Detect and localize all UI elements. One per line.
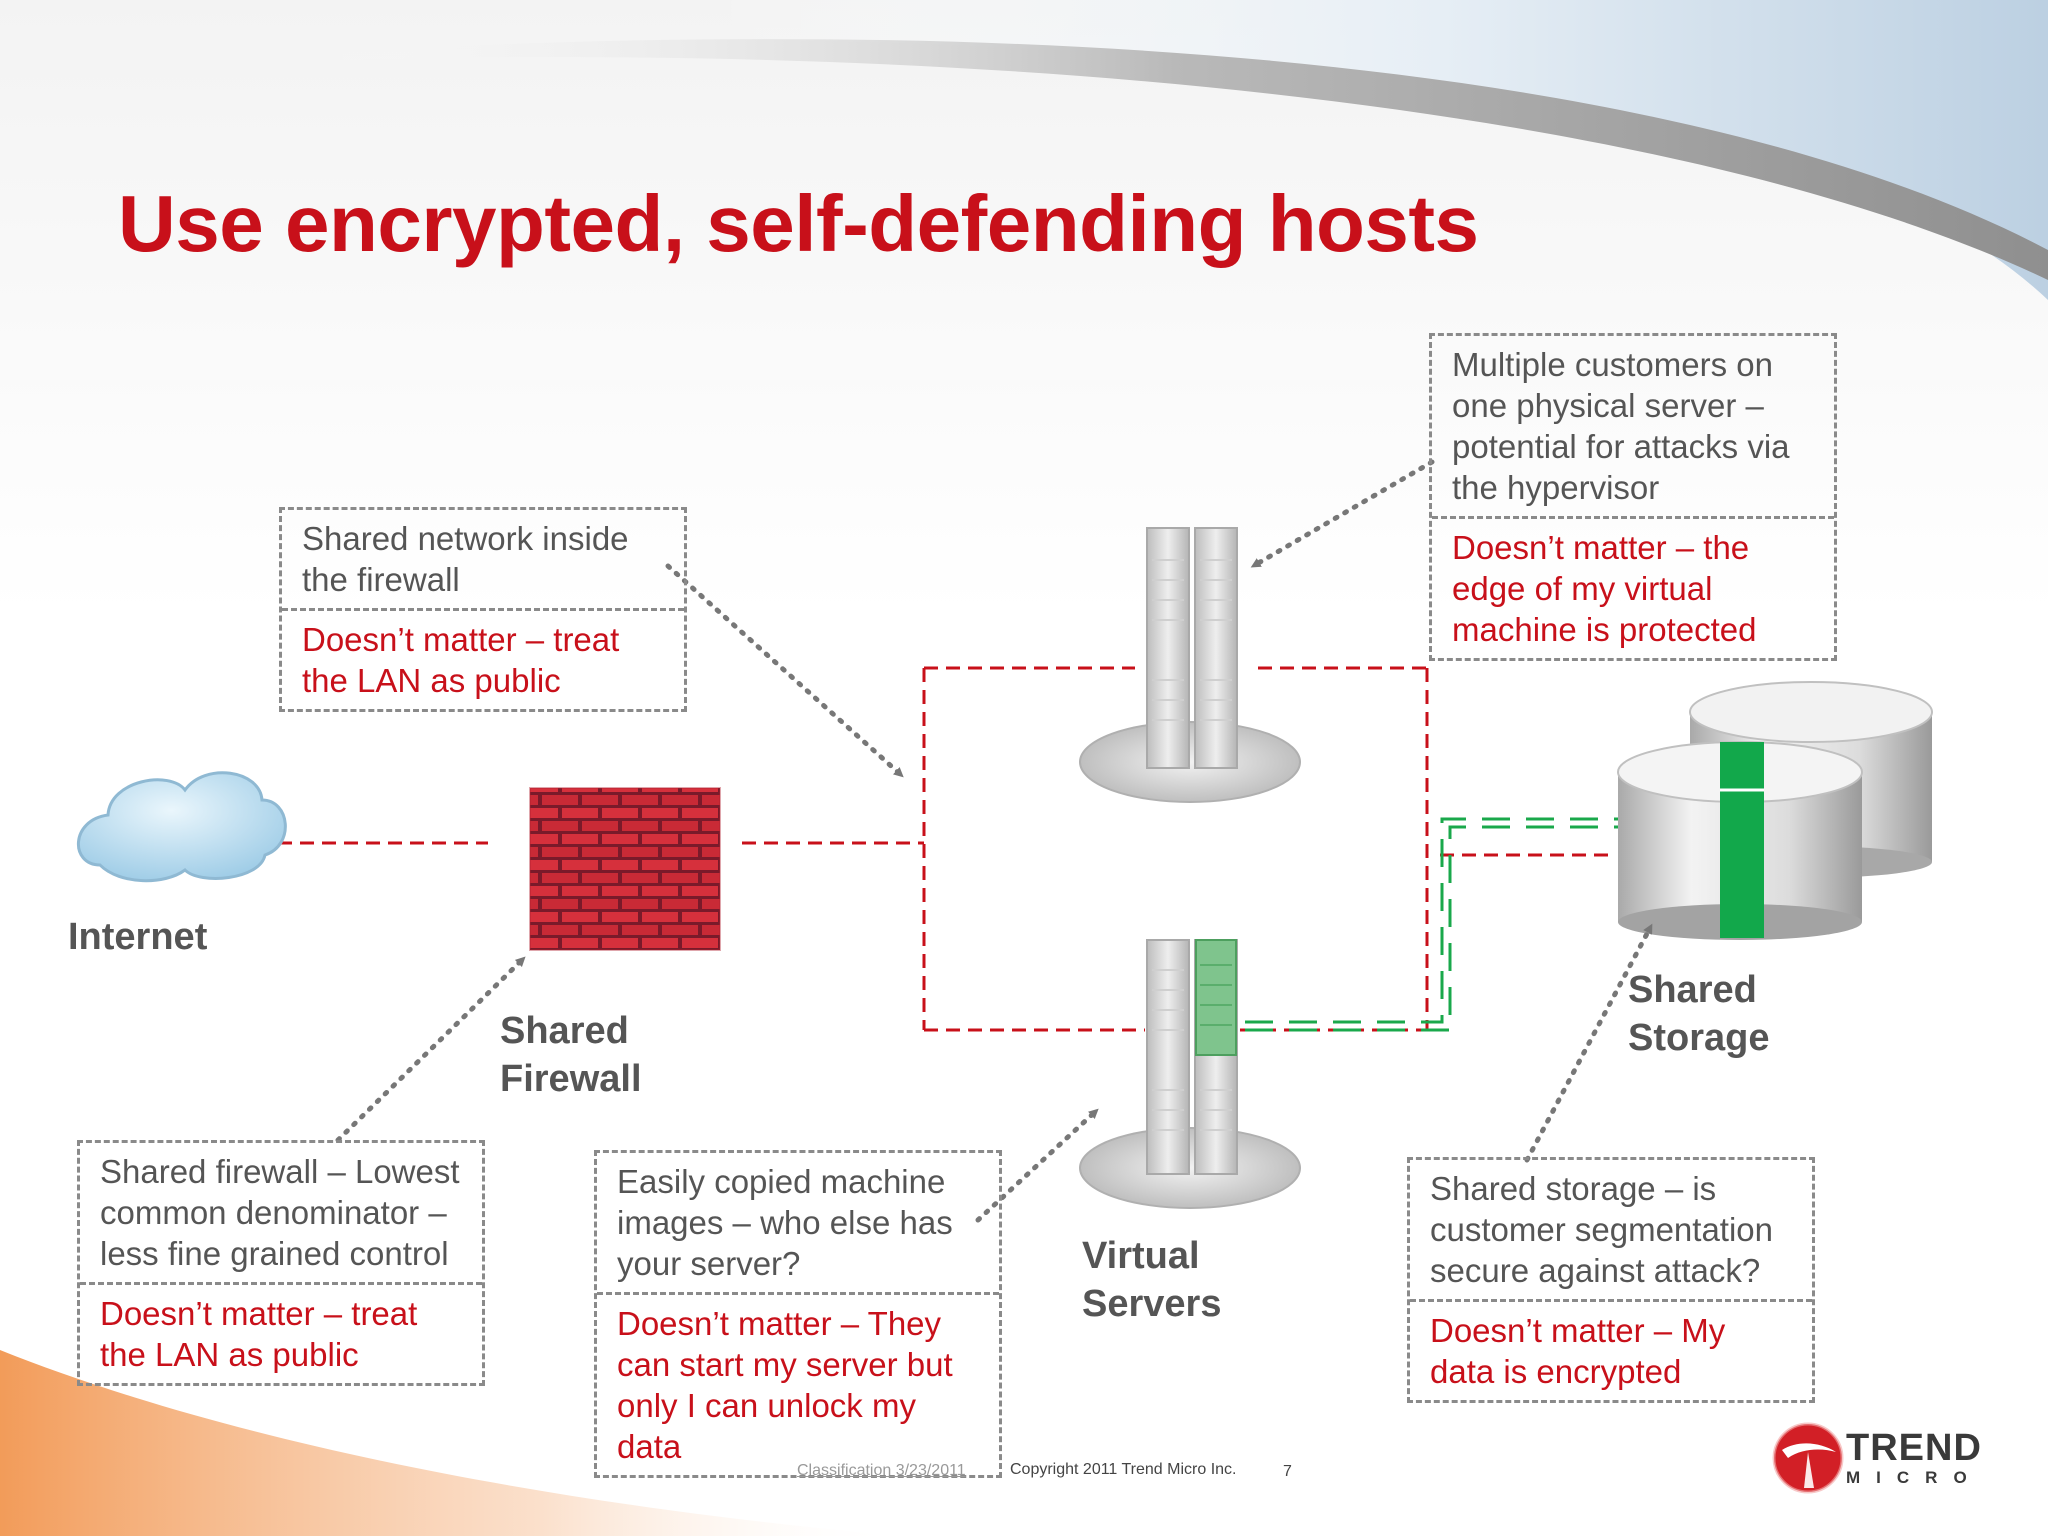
footer-swoosh (0, 1350, 900, 1536)
callout-shared-firewall-risk: Shared firewall – Lowest common denomina… (100, 1153, 460, 1272)
callout-machine-images-answer: Doesn’t matter – They can start my serve… (597, 1292, 999, 1475)
shared-firewall-label-line2: Firewall (500, 1058, 642, 1100)
shared-storage-label: Shared Storage (1628, 966, 1769, 1062)
callout-pointers (335, 459, 1653, 1223)
internet-cloud-icon (76, 771, 287, 883)
storage-cylinders-icon (1617, 681, 1933, 940)
callout-shared-storage-risk: Shared storage – is customer segmentatio… (1430, 1170, 1774, 1289)
callout-hypervisor-answer: Doesn’t matter – the edge of my virtual … (1432, 516, 1834, 658)
callout-hypervisor-risk: Multiple customers on one physical serve… (1452, 346, 1790, 506)
callout-shared-network-answer: Doesn’t matter – treat the LAN as public (282, 608, 684, 709)
shared-storage-label-line1: Shared (1628, 969, 1757, 1011)
slide-title: Use encrypted, self-defending hosts (118, 179, 1479, 268)
header-swoosh (300, 39, 2048, 280)
callout-shared-storage: Shared storage – is customer segmentatio… (1407, 1157, 1815, 1403)
logo-word-micro: MICRO (1846, 1468, 1983, 1487)
server-tower-top-icon (1079, 527, 1301, 803)
callout-machine-images-risk: Easily copied machine images – who else … (617, 1163, 953, 1282)
callout-shared-firewall: Shared firewall – Lowest common denomina… (77, 1140, 485, 1386)
callout-shared-storage-answer: Doesn’t matter – My data is encrypted (1410, 1299, 1812, 1400)
callout-hypervisor: Multiple customers on one physical serve… (1429, 333, 1837, 661)
virtual-servers-label: Virtual Servers (1082, 1232, 1221, 1328)
trend-micro-logo-icon (1772, 1422, 1844, 1494)
callout-shared-firewall-answer: Doesn’t matter – treat the LAN as public (80, 1282, 482, 1383)
virtual-servers-label-line2: Servers (1082, 1283, 1222, 1325)
shared-firewall-label-line1: Shared (500, 1010, 629, 1052)
shared-storage-label-line2: Storage (1628, 1017, 1770, 1059)
logo-word-trend: TREND (1846, 1427, 1982, 1469)
header-sky-band (700, 0, 2048, 300)
footer-copyright: Copyright 2011 Trend Micro Inc. (1010, 1461, 1237, 1478)
footer-classification: Classification 3/23/2011 (797, 1462, 966, 1479)
server-tower-bottom-icon (1079, 939, 1301, 1209)
network-links (278, 666, 1610, 1032)
callout-shared-network: Shared network inside the firewall Doesn… (279, 507, 687, 712)
callout-machine-images: Easily copied machine images – who else … (594, 1150, 1002, 1478)
footer-page-number: 7 (1283, 1463, 1292, 1480)
callout-shared-network-risk: Shared network inside the firewall (302, 520, 629, 598)
firewall-brick-icon (529, 787, 721, 951)
shared-firewall-label: Shared Firewall (500, 1007, 642, 1103)
internet-label: Internet (68, 916, 208, 958)
encrypted-link (1245, 817, 1720, 1032)
virtual-servers-label-line1: Virtual (1082, 1235, 1200, 1277)
trend-micro-logo-text: TREND MICRO (1846, 1428, 1983, 1488)
